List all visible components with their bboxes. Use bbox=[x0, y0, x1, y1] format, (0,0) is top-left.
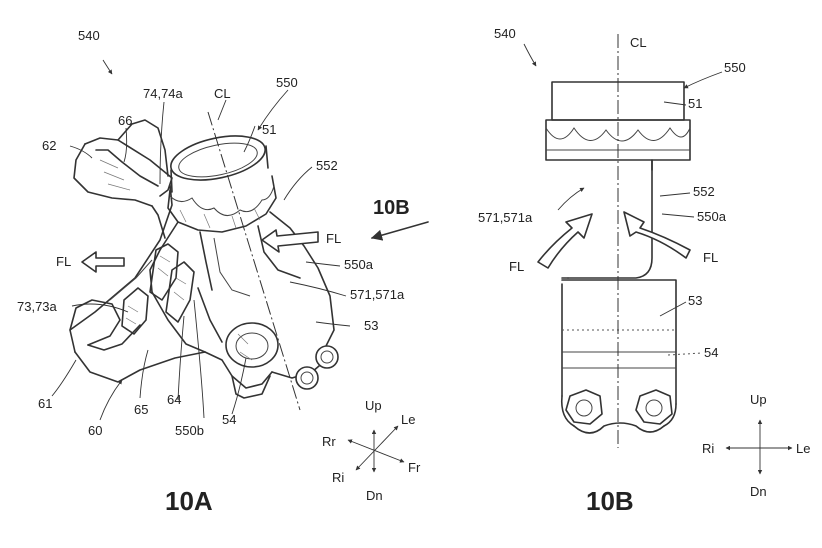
axis-ri: Ri bbox=[332, 470, 344, 485]
bolt-icon bbox=[635, 389, 673, 425]
label-51: 51 bbox=[688, 96, 702, 111]
label-64: 64 bbox=[167, 392, 181, 407]
label-66: 66 bbox=[118, 113, 132, 128]
axis-fr: Fr bbox=[408, 460, 421, 475]
bolt-icon bbox=[315, 345, 339, 369]
axis-ri: Ri bbox=[702, 441, 714, 456]
label-74-74a: 74,74a bbox=[143, 86, 184, 101]
label-fl-arrow: FL bbox=[326, 231, 341, 246]
label-62: 62 bbox=[42, 138, 56, 153]
figure-title-10a: 10A bbox=[165, 486, 213, 516]
label-571-571a: 571,571a bbox=[350, 287, 405, 302]
label-61: 61 bbox=[38, 396, 52, 411]
flow-arrow-lower-left bbox=[537, 213, 593, 269]
label-54: 54 bbox=[704, 345, 718, 360]
orientation-compass-10b: Up Ri Le Dn bbox=[702, 392, 810, 499]
flow-arrow-right bbox=[261, 229, 319, 253]
axis-le: Le bbox=[796, 441, 810, 456]
flow-arrow-lower-right bbox=[623, 211, 691, 259]
label-fl-right: FL bbox=[703, 250, 718, 265]
label-540: 540 bbox=[494, 26, 516, 41]
label-73-73a: 73,73a bbox=[17, 299, 58, 314]
label-550: 550 bbox=[724, 60, 746, 75]
axis-dn: Dn bbox=[750, 484, 767, 499]
label-cl: CL bbox=[214, 86, 231, 101]
axis-dn: Dn bbox=[366, 488, 383, 503]
axis-le: Le bbox=[401, 412, 415, 427]
label-552: 552 bbox=[316, 158, 338, 173]
bolt-icon bbox=[295, 366, 319, 390]
label-53: 53 bbox=[688, 293, 702, 308]
view-direction-arrow bbox=[370, 221, 429, 241]
label-60: 60 bbox=[88, 423, 102, 438]
label-53: 53 bbox=[364, 318, 378, 333]
label-550: 550 bbox=[276, 75, 298, 90]
label-550a: 550a bbox=[344, 257, 374, 272]
axis-rr: Rr bbox=[322, 434, 336, 449]
axis-up: Up bbox=[365, 398, 382, 413]
label-fl-left: FL bbox=[509, 259, 524, 274]
figure-10b: 540 CL 550 51 552 571,571a 550a FL FL 53… bbox=[478, 26, 810, 516]
label-571-571a: 571,571a bbox=[478, 210, 533, 225]
leader-lines-10b bbox=[523, 43, 723, 356]
label-540: 540 bbox=[78, 28, 100, 43]
flow-indicator-571 bbox=[557, 187, 585, 211]
orientation-compass-10a: Up Le Rr Fr Ri Dn bbox=[322, 398, 421, 503]
label-51: 51 bbox=[262, 122, 276, 137]
side-view-drawing bbox=[545, 81, 691, 434]
figure-10a: 540 550 51 552 74,74a 66 62 CL 10B FL FL… bbox=[17, 28, 429, 516]
label-54: 54 bbox=[222, 412, 236, 427]
view-ref-10b: 10B bbox=[373, 197, 410, 219]
center-line bbox=[207, 111, 301, 411]
leader-lines-10a bbox=[51, 59, 351, 421]
label-550b: 550b bbox=[175, 423, 204, 438]
bolt-icon bbox=[565, 389, 603, 425]
figure-title-10b: 10B bbox=[586, 486, 634, 516]
label-cl: CL bbox=[630, 35, 647, 50]
label-550a: 550a bbox=[697, 209, 727, 224]
label-fl-left: FL bbox=[56, 254, 71, 269]
axis-up: Up bbox=[750, 392, 767, 407]
label-552: 552 bbox=[693, 184, 715, 199]
knuckle-body-drawing bbox=[69, 119, 339, 399]
flow-arrow-left bbox=[81, 251, 125, 273]
label-65: 65 bbox=[134, 402, 148, 417]
